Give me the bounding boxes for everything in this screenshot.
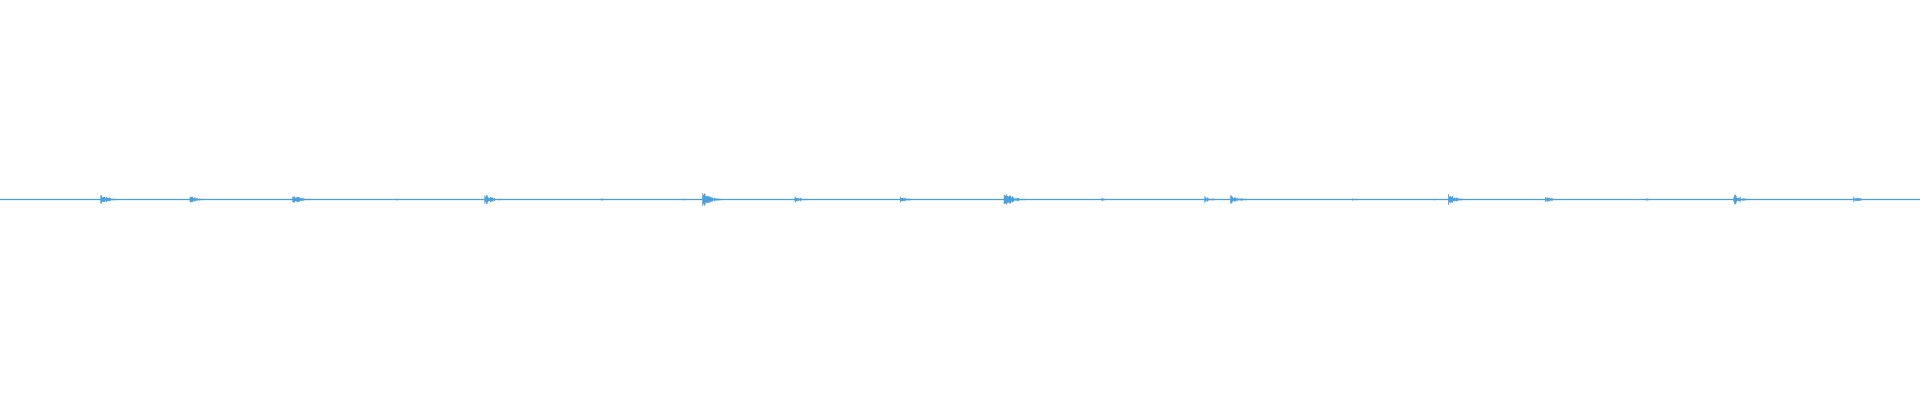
waveform-transient [189,196,210,203]
waveform-transient-shape [1003,194,1029,205]
waveform-transient-shape [100,195,123,204]
waveform-transient-shape [682,198,699,201]
waveform-transient [484,195,507,204]
waveform-transient [682,198,699,201]
waveform-transient-shape [1733,194,1756,205]
waveform-transient [794,196,814,203]
waveform-transient [1448,194,1470,205]
waveform-transient [292,196,315,203]
waveform-transient-shape [1230,195,1252,204]
waveform-transient-shape [189,196,210,203]
waveform-transient [1352,198,1369,201]
waveform-transient [1545,197,1564,202]
waveform-transient [1645,198,1662,201]
waveform-transient-shape [900,196,920,203]
waveform-transient-shape [702,193,727,206]
waveform-transient [600,198,618,201]
waveform-transient-shape [1545,197,1564,202]
waveform-transient [702,193,727,206]
waveform-transient [1433,198,1450,201]
waveform-transient-shape [794,196,814,203]
waveform-transient [396,198,412,201]
waveform-transient-shape [396,198,412,201]
waveform-transient [1230,195,1252,204]
waveform-transient [900,196,920,203]
waveform-transient-shape [1448,194,1470,205]
waveform-transient-shape [1101,197,1119,202]
waveform-transient [1003,194,1029,205]
waveform-transient-shape [1433,198,1450,201]
waveform-transient-shape [600,198,618,201]
waveform-transient-shape [1853,196,1872,203]
waveform-transient [100,195,123,204]
waveform-transient [1101,197,1119,202]
waveform-transient [1853,196,1872,203]
waveform-transient-shape [1352,198,1369,201]
waveform-transient-shape [292,196,315,203]
waveform-transient [1204,196,1223,203]
waveform-transient-shape [1204,196,1223,203]
waveform-transient-shape [1645,198,1662,201]
waveform-transient-shape [484,195,507,204]
waveform-transient [1733,194,1756,205]
